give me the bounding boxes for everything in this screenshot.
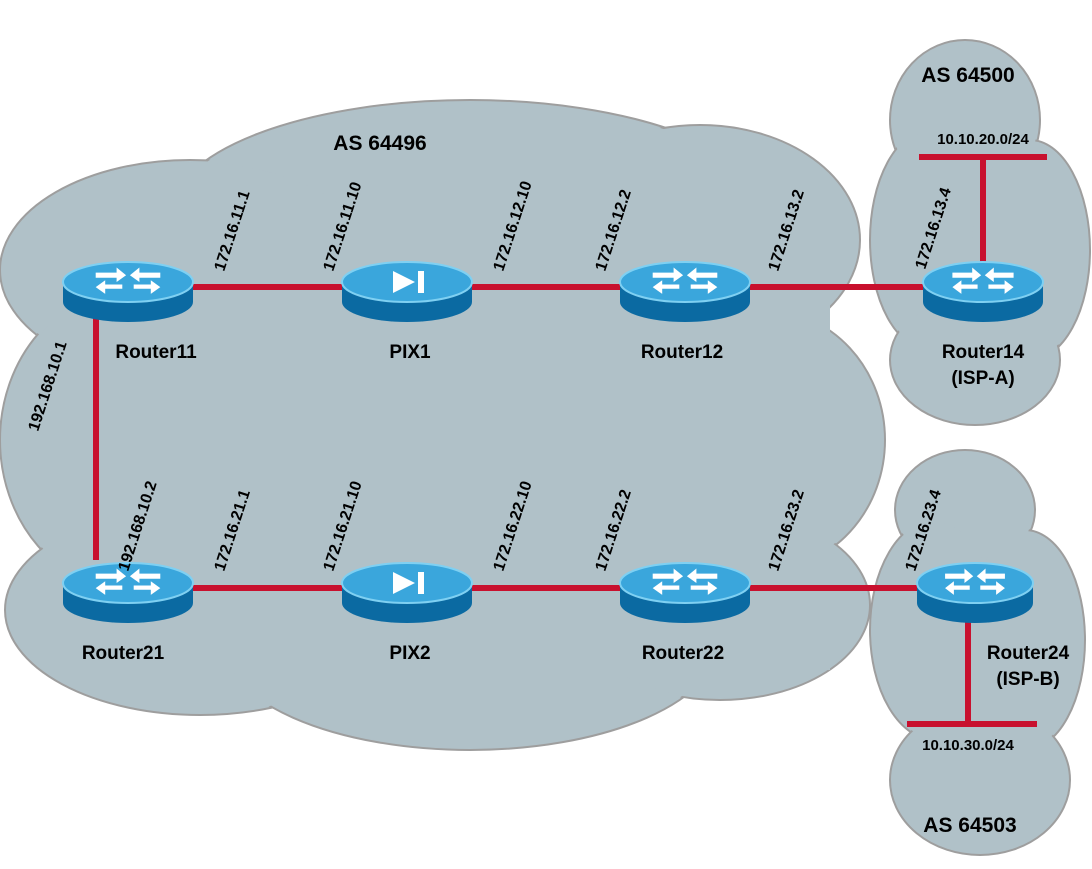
router11-label: Router11 [115, 342, 197, 363]
links [93, 154, 1047, 727]
pix2-label: PIX2 [389, 643, 430, 664]
router21-label: Router21 [82, 643, 165, 664]
router12-label: Router12 [641, 342, 723, 363]
router24-label: Router24 [987, 643, 1070, 664]
router22-label: Router22 [642, 643, 724, 664]
router12[interactable] [619, 261, 751, 322]
router14-label: Router14 [942, 342, 1025, 363]
router14-sublabel: (ISP-A) [951, 368, 1014, 389]
cloud-label-as64503: AS 64503 [923, 814, 1016, 837]
lan-label-isp-a: 10.10.20.0/24 [937, 131, 1029, 148]
router24[interactable] [916, 562, 1034, 623]
pix1-label: PIX1 [389, 342, 431, 363]
router24-sublabel: (ISP-B) [996, 669, 1059, 690]
router11[interactable] [62, 261, 194, 322]
pix2[interactable] [341, 562, 473, 623]
router21[interactable] [62, 562, 194, 623]
cloud-label-as64496: AS 64496 [333, 132, 426, 155]
router22[interactable] [619, 562, 751, 623]
pix1[interactable] [341, 261, 473, 322]
lan-label-isp-b: 10.10.30.0/24 [922, 737, 1014, 754]
router14[interactable] [922, 261, 1044, 322]
firewall-icon [393, 572, 424, 594]
cloud-label-as64500: AS 64500 [921, 64, 1014, 87]
firewall-icon [393, 271, 424, 293]
